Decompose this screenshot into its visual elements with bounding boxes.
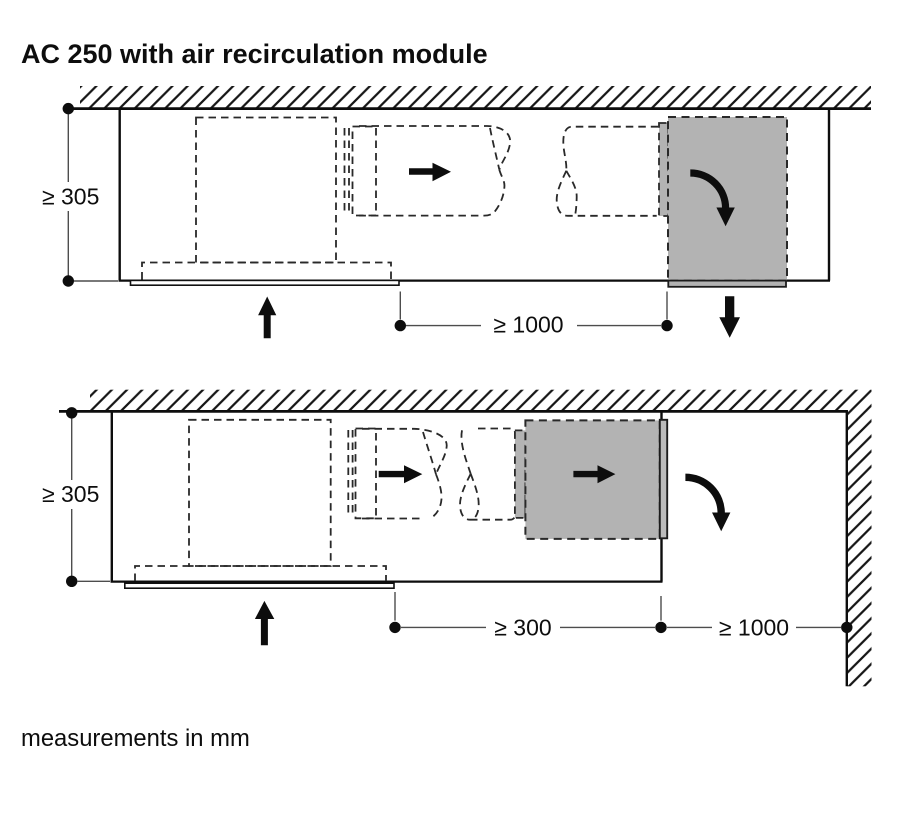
- svg-text:≥ 1000: ≥ 1000: [493, 311, 563, 337]
- svg-text:≥ 305: ≥ 305: [42, 481, 99, 507]
- svg-text:measurements in mm: measurements in mm: [21, 725, 250, 752]
- svg-text:≥ 1000: ≥ 1000: [719, 615, 789, 641]
- svg-text:≥ 300: ≥ 300: [494, 615, 551, 641]
- svg-text:≥ 305: ≥ 305: [42, 184, 99, 210]
- svg-text:AC 250 with air recirculation: AC 250 with air recirculation module: [21, 39, 488, 69]
